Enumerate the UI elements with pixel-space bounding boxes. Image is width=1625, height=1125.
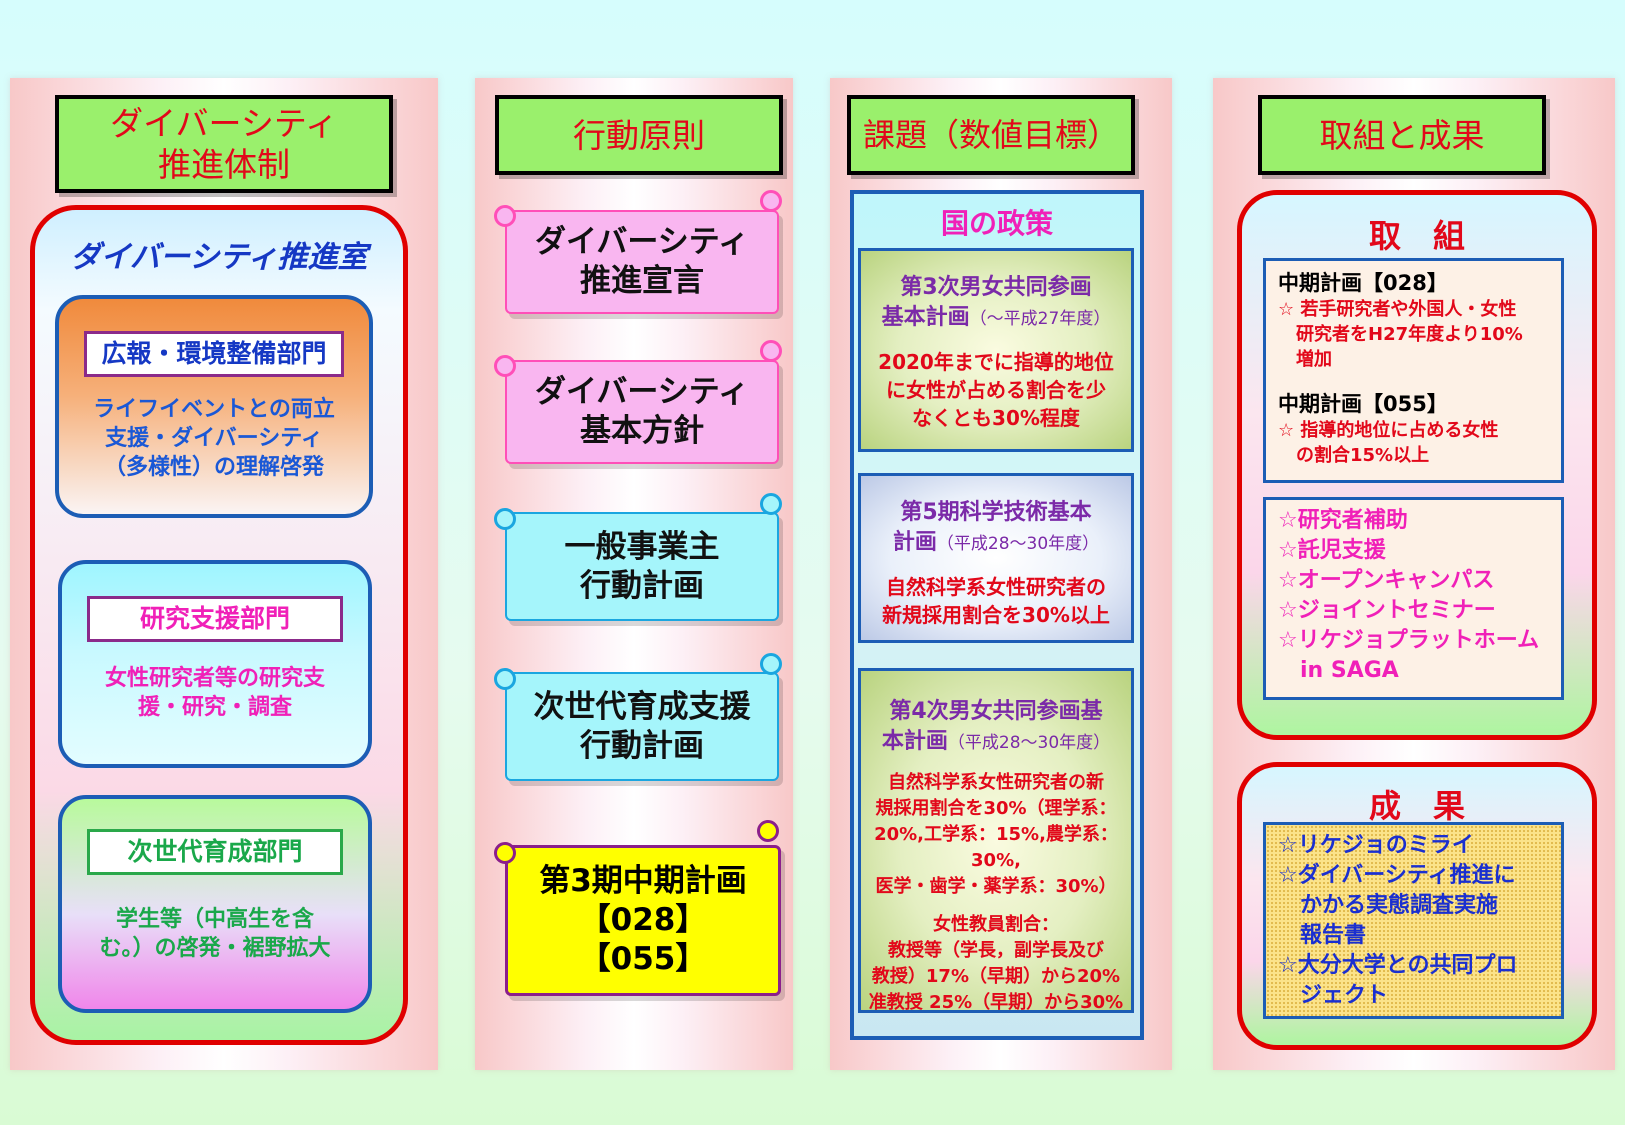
policy-3rd-gender-plan-title: 第3次男女共同参画 基本計画（～平成27年度） xyxy=(861,273,1131,334)
results-list-panel: ☆リケジョのミライ ☆ダイバーシティ推進に かかる実態調査実施 報告書 ☆大分大… xyxy=(1263,822,1564,1019)
scroll-employer-action-plan-text: 一般事業主 行動計画 xyxy=(564,528,720,604)
scroll-diversity-policy-text: ダイバーシティ 基本方針 xyxy=(535,374,749,449)
policy-3rd-gender-plan-body: 2020年までに指導的地位 に女性が占める割合を少 なくとも30%程度 xyxy=(878,350,1114,430)
office-title: ダイバーシティ推進室 xyxy=(70,240,368,275)
dept-research-support: 研究支援部門 女性研究者等の研究支 援・研究・調査 xyxy=(58,560,372,768)
plan-055-body: ☆ 指導的地位に占める女性 の割合15%以上 xyxy=(1278,420,1499,466)
plan-028-title: 中期計画【028】 xyxy=(1278,271,1448,295)
dept-next-generation-label: 次世代育成部門 xyxy=(87,829,343,875)
results-list: ☆リケジョのミライ ☆ダイバーシティ推進に かかる実態調査実施 報告書 ☆大分大… xyxy=(1278,833,1518,1008)
efforts-title: 取 組 xyxy=(1368,217,1465,255)
policy-4th-gender-plan-title: 第4次男女共同参画基 本計画（平成28～30年度） xyxy=(861,697,1131,758)
national-policy-title: 国の政策 xyxy=(940,207,1053,240)
header-structure-text: ダイバーシティ 推進体制 xyxy=(110,104,338,184)
scroll-employer-action-plan: 一般事業主 行動計画 xyxy=(505,512,779,621)
header-principles-text: 行動原則 xyxy=(573,115,705,155)
header-targets: 課題（数値目標） xyxy=(847,95,1135,175)
dept-research-support-desc: 女性研究者等の研究支 援・研究・調査 xyxy=(104,666,325,720)
header-targets-text: 課題（数値目標） xyxy=(862,115,1119,154)
scroll-curl-icon xyxy=(760,190,782,212)
scroll-curl-icon xyxy=(494,355,516,377)
scroll-next-gen-action-plan-text: 次世代育成支援 行動計画 xyxy=(533,688,751,764)
plan-055-title: 中期計画【055】 xyxy=(1278,392,1448,416)
scroll-curl-icon xyxy=(760,493,782,515)
scroll-curl-icon xyxy=(494,668,516,690)
dept-pr-environment-label: 広報・環境整備部門 xyxy=(84,331,344,377)
dept-pr-environment-desc: ライフイベントとの両立 支援・ダイバーシティ （多様性）の理解啓発 xyxy=(93,397,335,480)
scroll-diversity-declaration: ダイバーシティ 推進宣言 xyxy=(505,210,779,314)
scroll-diversity-declaration-text: ダイバーシティ 推進宣言 xyxy=(535,224,749,299)
policy-4th-gender-plan: 第4次男女共同参画基 本計画（平成28～30年度） 自然科学系女性研究者の新 規… xyxy=(858,668,1134,1013)
policy-5th-sci-tech-plan-body: 自然科学系女性研究者の 新規採用割合を30%以上 xyxy=(882,575,1110,627)
header-structure: ダイバーシティ 推進体制 xyxy=(55,95,393,193)
scroll-curl-icon xyxy=(760,340,782,362)
dept-next-generation-desc: 学生等（中高生を含 む。）の啓発・裾野拡大 xyxy=(99,907,331,961)
initiatives-list-panel: ☆研究者補助 ☆託児支援 ☆オープンキャンパス ☆ジョイントセミナー ☆リケジョ… xyxy=(1263,497,1564,700)
scroll-next-gen-action-plan: 次世代育成支援 行動計画 xyxy=(505,672,779,781)
policy-4th-title-small: （平成28～30年度） xyxy=(947,733,1111,753)
dept-pr-environment: 広報・環境整備部門 ライフイベントとの両立 支援・ダイバーシティ （多様性）の理… xyxy=(55,295,373,518)
policy-5th-title-text: 第5期科学技術基本 計画 xyxy=(892,500,1092,555)
scroll-curl-icon xyxy=(494,842,516,864)
header-efforts-results-text: 取組と成果 xyxy=(1319,115,1485,155)
policy-3rd-title-small: （～平成27年度） xyxy=(969,309,1111,329)
scroll-curl-icon xyxy=(494,508,516,530)
dept-research-support-label: 研究支援部門 xyxy=(87,596,343,642)
policy-5th-title-small: （平成28～30年度） xyxy=(936,534,1100,554)
policy-4th-title-text: 第4次男女共同参画基 本計画 xyxy=(881,699,1103,754)
policy-3rd-gender-plan: 第3次男女共同参画 基本計画（～平成27年度） 2020年までに指導的地位 に女… xyxy=(858,248,1134,452)
plan-028-body: ☆ 若手研究者や外国人・女性 研究者をH27年度より10% 増加 xyxy=(1278,299,1523,370)
header-efforts-results: 取組と成果 xyxy=(1258,95,1546,175)
header-principles: 行動原則 xyxy=(495,95,783,175)
scroll-diversity-policy: ダイバーシティ 基本方針 xyxy=(505,360,779,464)
policy-4th-gender-plan-faculty: 女性教員割合： 教授等（学長，副学長及び 教授）17%（早期）から20% 准教授… xyxy=(868,914,1124,1013)
results-title: 成 果 xyxy=(1368,787,1465,825)
policy-5th-sci-tech-plan: 第5期科学技術基本 計画（平成28～30年度） 自然科学系女性研究者の 新規採用… xyxy=(858,473,1134,643)
scroll-third-midterm-plan-text: 第3期中期計画 【028】 【055】 xyxy=(539,863,747,977)
scroll-curl-icon xyxy=(757,820,779,842)
scroll-third-midterm-plan: 第3期中期計画 【028】 【055】 xyxy=(505,845,781,996)
policy-5th-sci-tech-plan-title: 第5期科学技術基本 計画（平成28～30年度） xyxy=(861,498,1131,559)
policy-4th-gender-plan-body: 自然科学系女性研究者の新 規採用割合を30%（理学系： 20%,工学系：15%,… xyxy=(874,772,1118,897)
dept-next-generation: 次世代育成部門 学生等（中高生を含 む。）の啓発・裾野拡大 xyxy=(58,795,372,1013)
midterm-plans-panel: 中期計画【028】 ☆ 若手研究者や外国人・女性 研究者をH27年度より10% … xyxy=(1263,258,1564,483)
scroll-curl-icon xyxy=(760,653,782,675)
scroll-curl-icon xyxy=(494,205,516,227)
policy-3rd-title-text: 第3次男女共同参画 基本計画 xyxy=(881,275,1092,330)
initiatives-list: ☆研究者補助 ☆託児支援 ☆オープンキャンパス ☆ジョイントセミナー ☆リケジョ… xyxy=(1278,508,1540,683)
